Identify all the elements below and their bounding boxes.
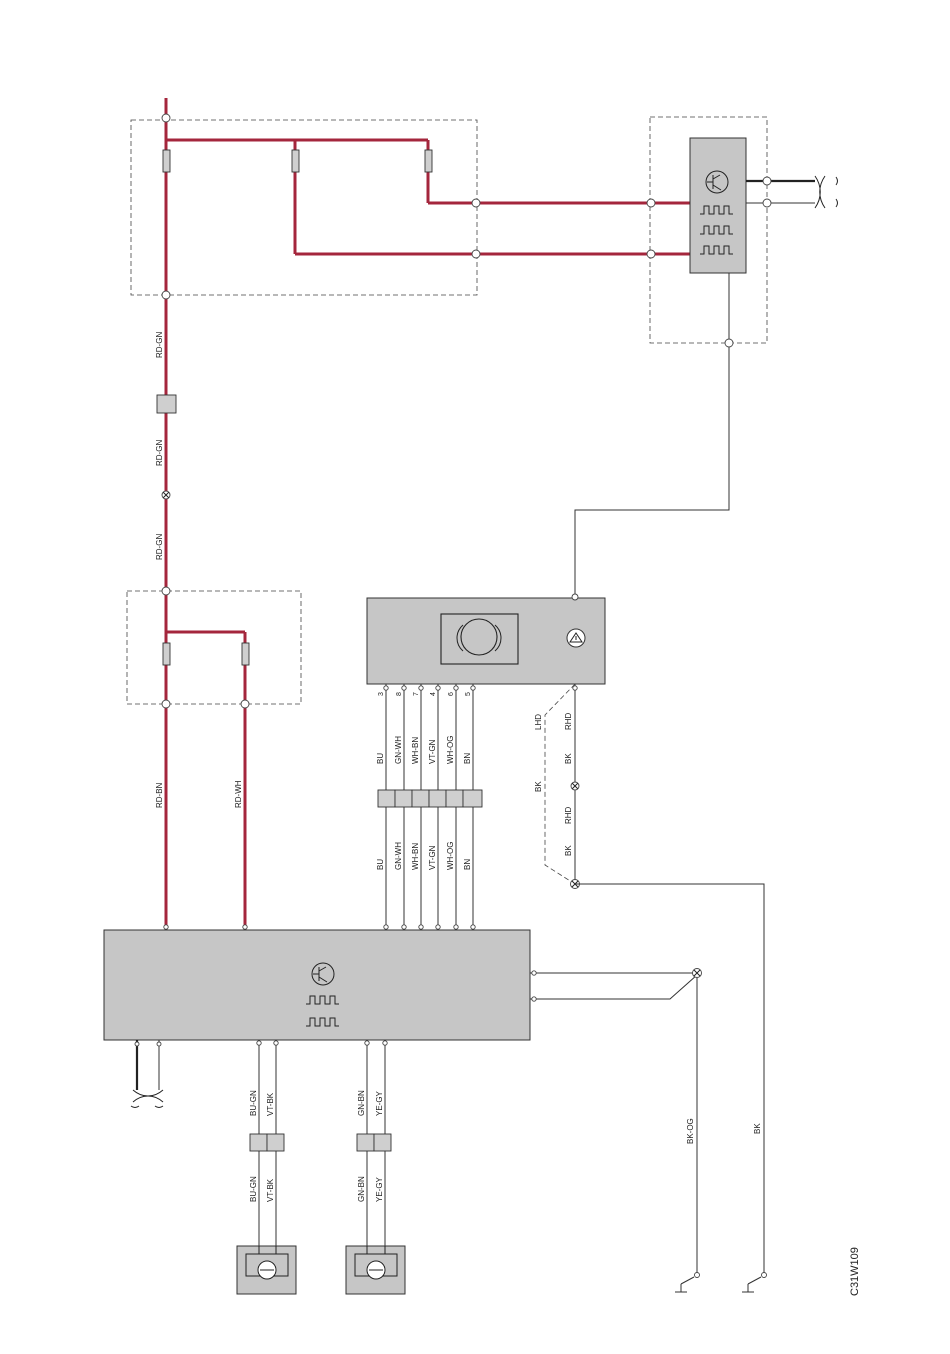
diagram-id: C31W109 — [849, 1247, 861, 1296]
label-bus-6-lower: BN — [463, 859, 472, 870]
label-gn-bn-lower: GN-BN — [357, 1176, 366, 1202]
label-ye-gy-lower: YE-GY — [375, 1176, 384, 1202]
motor-connector-2 — [357, 1134, 391, 1151]
twisted-pair-right — [746, 176, 838, 208]
fuse-box-upper — [131, 120, 477, 295]
label-bu-gn-upper: BU-GN — [249, 1090, 258, 1116]
label-bk-rhd-1: BK — [564, 753, 573, 764]
pin-1: 3 — [378, 692, 385, 696]
label-bus-5-upper: WH-OG — [446, 736, 455, 764]
label-bus-1-lower: BU — [376, 859, 385, 870]
label-bk-rhd-2: BK — [564, 845, 573, 856]
label-rd-gn-1: RD-GN — [155, 332, 164, 358]
splice-rhd — [571, 782, 579, 790]
label-gn-bn-upper: GN-BN — [357, 1090, 366, 1116]
fuse-4 — [163, 643, 170, 665]
pin-6: 5 — [465, 692, 472, 696]
inline-connector — [157, 395, 176, 413]
label-bk-og: BK-OG — [686, 1118, 695, 1144]
pin-2: 8 — [396, 692, 403, 696]
label-bk-lhd: BK — [534, 781, 543, 792]
splice-rd-gn — [162, 491, 170, 499]
label-bus-3-lower: WH-BN — [411, 843, 420, 870]
label-lhd: LHD — [534, 714, 543, 730]
fuse-2 — [292, 150, 299, 172]
label-rd-gn-3: RD-GN — [155, 534, 164, 560]
label-rd-bn: RD-BN — [155, 782, 164, 808]
label-bus-4-upper: VT-GN — [428, 739, 437, 764]
pin-5: 6 — [448, 692, 455, 696]
motor-2 — [346, 1246, 405, 1294]
label-vt-bk-lower: VT-BK — [266, 1178, 275, 1202]
main-control-module — [104, 930, 530, 1040]
label-bus-2-lower: GN-WH — [394, 842, 403, 870]
label-rd-gn-2: RD-GN — [155, 440, 164, 466]
pin-4: 4 — [430, 692, 437, 696]
ground-switch-bk-og — [675, 1273, 700, 1293]
twisted-pair-left — [131, 1040, 163, 1108]
fuse-box-lower — [127, 591, 301, 704]
label-bk-main: BK — [753, 1123, 762, 1134]
label-vt-bk-upper: VT-BK — [266, 1092, 275, 1116]
label-bus-2-upper: GN-WH — [394, 736, 403, 764]
warning-lamp-icon — [567, 629, 585, 647]
label-bu-gn-lower: BU-GN — [249, 1176, 258, 1202]
label-rd-wh: RD-WH — [234, 780, 243, 808]
ground-wire-right — [575, 273, 729, 597]
pin-3: 7 — [413, 692, 420, 696]
motor-1 — [237, 1246, 296, 1294]
label-bus-1-upper: BU — [376, 753, 385, 764]
splice-ground-main — [693, 969, 702, 978]
label-ye-gy-upper: YE-GY — [375, 1090, 384, 1116]
label-bus-3-upper: WH-BN — [411, 737, 420, 764]
six-way-connector — [378, 790, 482, 807]
ground-switch-bk — [742, 1273, 767, 1293]
label-bus-6-upper: BN — [463, 753, 472, 764]
motor-wires — [257, 1040, 387, 1264]
ground-variant-paths — [545, 684, 764, 1275]
fuse-3 — [425, 150, 432, 172]
fuse-1 — [163, 150, 170, 172]
label-rhd-1: RHD — [564, 712, 573, 730]
label-bus-4-lower: VT-GN — [428, 845, 437, 870]
motor-connector-1 — [250, 1134, 284, 1151]
label-rhd-2: RHD — [564, 806, 573, 824]
ground-wire-main — [530, 969, 702, 1276]
fuse-5 — [242, 643, 249, 665]
label-bus-5-lower: WH-OG — [446, 842, 455, 870]
